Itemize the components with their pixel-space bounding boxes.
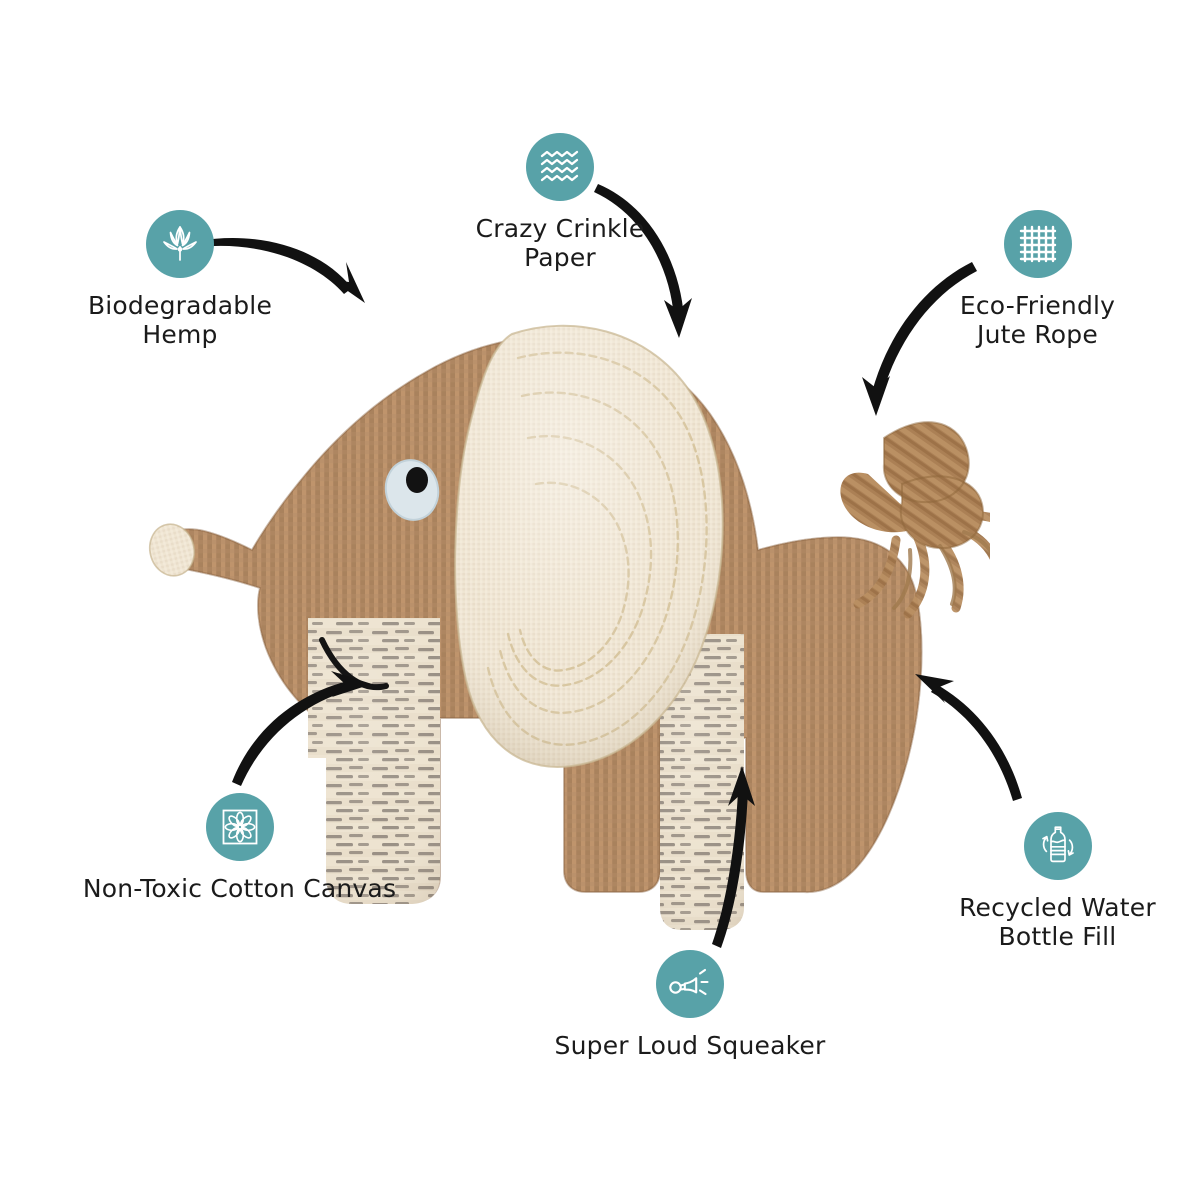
recycle-bottle-icon: [1041, 826, 1074, 863]
cotton-flower-icon: [222, 809, 257, 845]
feature-label: Non-Toxic Cotton Canvas: [82, 874, 397, 903]
trunk-tip: [148, 523, 196, 577]
feature-label: Recycled Water Bottle Fill: [959, 893, 1156, 952]
feature-recycled-water-bottle-fill[interactable]: Recycled Water Bottle Fill: [925, 812, 1190, 952]
woven-grid-icon: [1019, 225, 1056, 263]
hemp-leaf-icon: [163, 226, 197, 261]
feature-super-loud-squeaker[interactable]: Super Loud Squeaker: [530, 950, 850, 1060]
feature-label: Eco-Friendly Jute Rope: [959, 291, 1116, 350]
feature-label: Biodegradable Hemp: [87, 291, 273, 350]
badge-super-loud-squeaker[interactable]: [656, 950, 724, 1018]
squeaker-horn-icon: [669, 968, 709, 996]
feature-crazy-crinkle-paper[interactable]: Crazy Crinkle Paper: [420, 133, 700, 273]
elephant-plush-toy: [148, 324, 990, 930]
badge-non-toxic-cotton-canvas[interactable]: [205, 793, 274, 861]
feature-eco-friendly-jute-rope[interactable]: Eco-Friendly Jute Rope: [905, 210, 1170, 350]
badge-crazy-crinkle-paper[interactable]: [526, 133, 594, 201]
feature-biodegradable-hemp[interactable]: Biodegradable Hemp: [40, 210, 320, 350]
front-leg-canvas-panel: [308, 618, 440, 904]
feature-label: Crazy Crinkle Paper: [475, 214, 645, 273]
feature-non-toxic-cotton-canvas[interactable]: Non-Toxic Cotton Canvas: [72, 793, 407, 903]
badge-biodegradable-hemp[interactable]: [146, 210, 214, 278]
elephant-ear: [454, 324, 724, 768]
badge-eco-friendly-jute-rope[interactable]: [1003, 210, 1072, 278]
crinkle-wave-icon: [540, 150, 579, 182]
jute-rope-tail: [840, 421, 990, 619]
feature-label: Super Loud Squeaker: [554, 1031, 826, 1060]
elephant-eye: [384, 459, 440, 521]
badge-recycled-water-bottle-fill[interactable]: [1023, 812, 1092, 880]
